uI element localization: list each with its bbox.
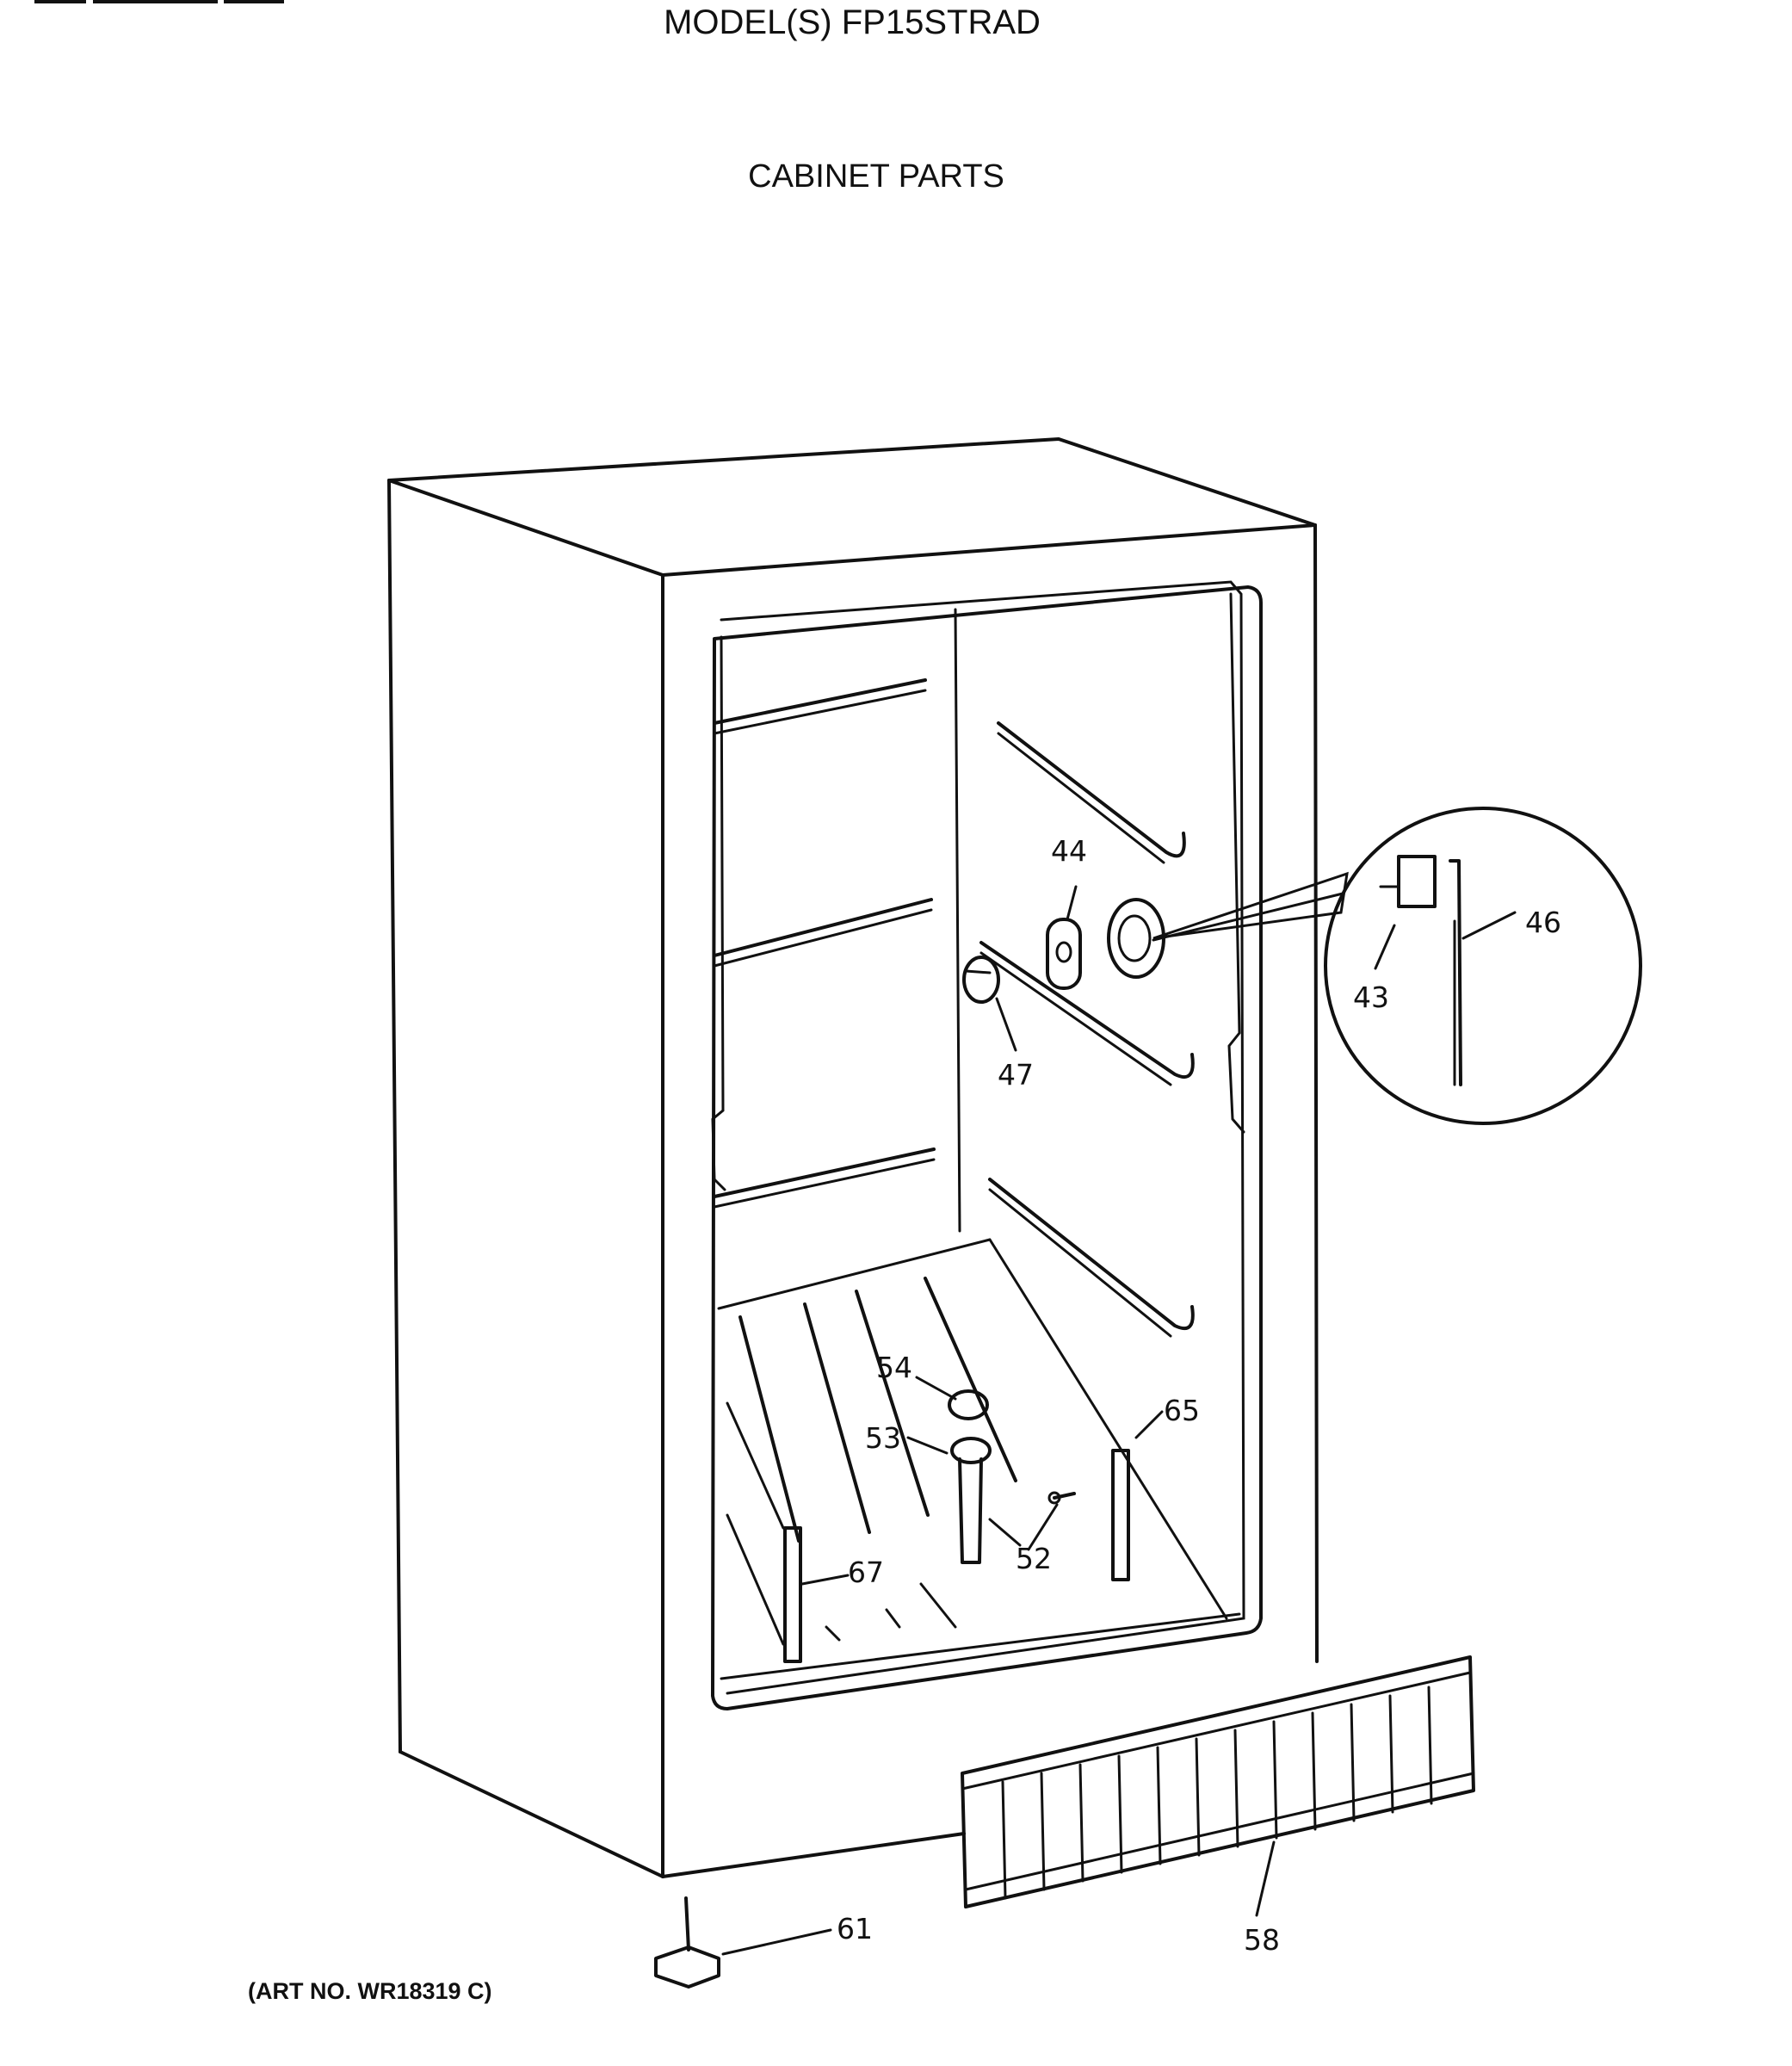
dial-plate-44 xyxy=(1046,918,1082,990)
callout-61: 61 xyxy=(837,1912,873,1945)
callout-58: 58 xyxy=(1244,1923,1280,1957)
cabinet-liner xyxy=(711,580,1263,1710)
callout-46: 46 xyxy=(1525,906,1561,939)
callout-52: 52 xyxy=(1016,1542,1052,1575)
right-shelf-rails xyxy=(979,721,1195,1338)
callout-53: 53 xyxy=(865,1421,901,1455)
section-title: CABINET PARTS xyxy=(748,158,1004,195)
callout-44: 44 xyxy=(1051,834,1087,868)
header-rule-segment xyxy=(224,0,284,3)
callout-43: 43 xyxy=(1353,980,1389,1014)
drain-tube-53 xyxy=(950,1437,992,1564)
callout-leaders xyxy=(721,885,1517,1956)
leveling-leg-61 xyxy=(654,1896,720,1989)
grille-58 xyxy=(961,1655,1475,1908)
thermostat-knob-47 xyxy=(962,956,1000,1004)
callout-65: 65 xyxy=(1164,1394,1200,1427)
callout-67: 67 xyxy=(848,1556,884,1589)
thermostat-detail-view xyxy=(1152,807,1642,1125)
left-shelf-rails xyxy=(713,678,936,1209)
model-title: MODEL(S) FP15STRAD xyxy=(664,3,1041,41)
drain-cap-54 xyxy=(948,1389,989,1420)
header-rule-segment xyxy=(93,0,218,3)
screw-52 xyxy=(1047,1491,1076,1505)
shelf-support-67 xyxy=(783,1526,802,1663)
shelf-support-65 xyxy=(1111,1449,1130,1581)
callout-54: 54 xyxy=(876,1351,912,1384)
floor-grid-rods xyxy=(726,1277,1017,1646)
art-number: (ART NO. WR18319 C) xyxy=(248,1978,492,2004)
cabinet-shell xyxy=(387,437,1319,1878)
header-rule-segment xyxy=(34,0,86,3)
callout-47: 47 xyxy=(998,1058,1034,1092)
